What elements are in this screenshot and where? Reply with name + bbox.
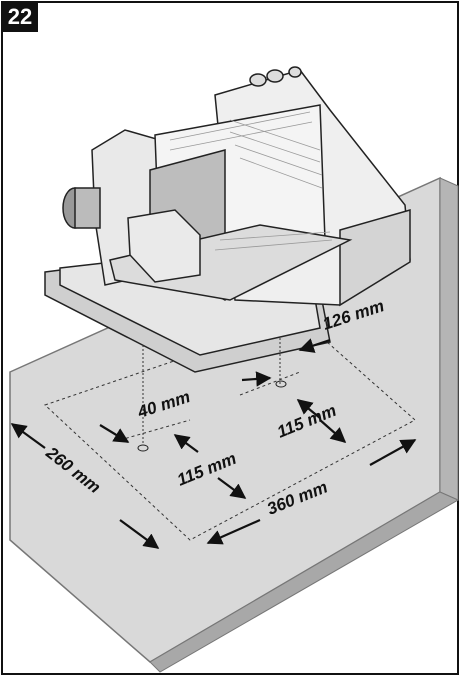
dimension-arrows xyxy=(10,338,417,549)
foot-markers xyxy=(137,380,287,452)
slicer-machine xyxy=(44,66,411,373)
foot-projections xyxy=(142,338,281,445)
figure-number-badge: 22 xyxy=(2,2,38,32)
